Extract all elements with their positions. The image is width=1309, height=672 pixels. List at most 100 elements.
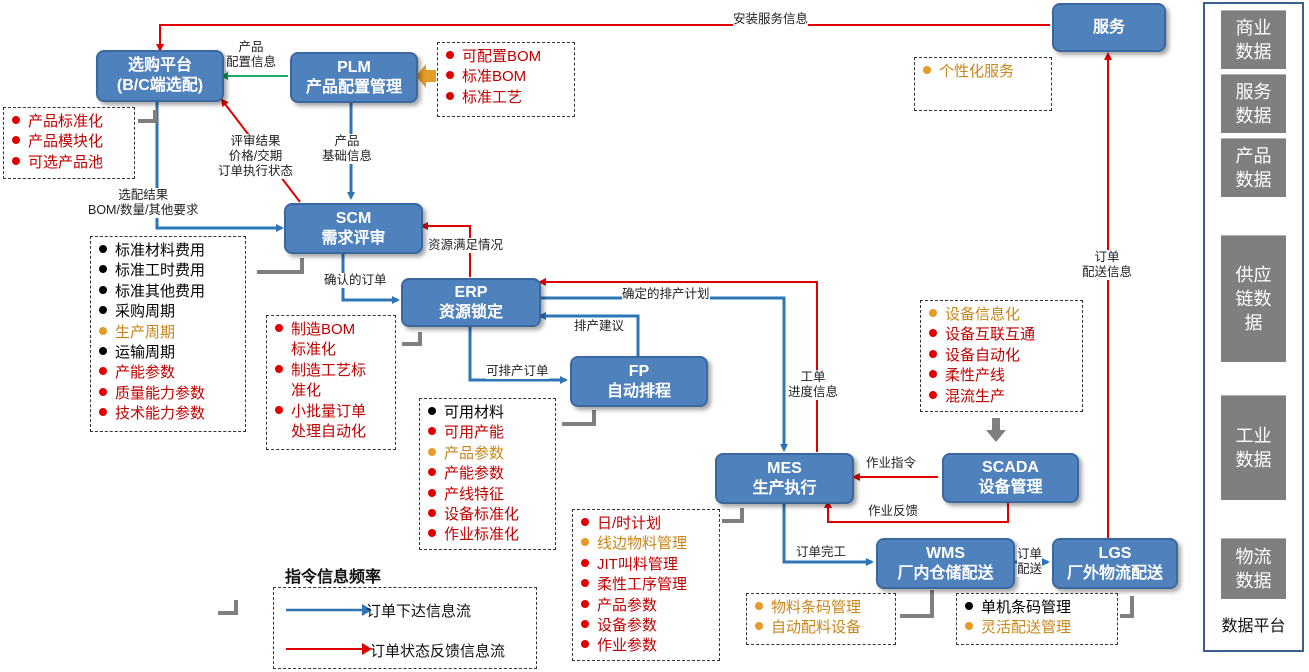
sidebar-item-label: 物流数据 [1235,547,1272,591]
note-item: 制造工艺标 [275,361,387,381]
note-item-text: 设备标准化 [444,506,520,524]
note-item: 制造BOM [275,320,387,340]
data-platform-title: 数据平台 [1221,618,1286,635]
note-item: 设备标准化 [428,505,547,525]
bullet-dot-icon [446,91,454,100]
node-title: WMS [925,544,966,562]
legend-title: 指令信息频率 [285,569,382,586]
note-item: 设备参数 [581,616,711,636]
label-confirmed-schedule: 确定的排产计划 [622,287,710,302]
note-item: 标准其他费用 [99,282,237,302]
node-plm[interactable]: PLM 产品配置管理 [290,52,418,103]
bullet-dot-icon [275,405,283,414]
note-item: 产线特征 [428,485,547,505]
node-title: ERP [454,283,488,301]
sidebar-item-logistics[interactable]: 物流数据 [1221,538,1286,599]
node-title: SCM [335,209,372,227]
label-review-result: 评审结果 价格/交期 订单执行状态 [218,134,294,179]
label-line: 订单执行状态 [218,164,294,178]
note-item-text: 作业参数 [597,637,658,655]
label-selection-result: 选配结果 BOM/数量/其他要求 [88,188,199,218]
label-line: 进度信息 [788,385,839,399]
note-item-text: 技术能力参数 [115,405,206,423]
node-scm[interactable]: SCM 需求评审 [284,203,423,254]
note-item: 标准BOM [446,67,566,87]
node-wms[interactable]: WMS 厂内仓储配送 [876,538,1015,589]
node-subtitle: 需求评审 [321,229,386,247]
node-mes[interactable]: MES 生产执行 [715,453,854,504]
node-title: LGS [1098,544,1132,562]
note-item: 标准材料费用 [99,241,237,261]
note-item: 可用产能 [428,423,547,443]
node-subtitle: (B/C端选配) [116,77,204,94]
note-item: 灵活配送管理 [965,618,1109,638]
node-lgs[interactable]: LGS 厂外物流配送 [1052,538,1178,589]
node-fp[interactable]: FP 自动排程 [570,356,708,407]
label-install-service: 安装服务信息 [733,12,809,27]
bullet-dot-icon [581,620,589,629]
sidebar-item-label: 工业数据 [1235,426,1272,470]
note-item-text: 日/时计划 [597,515,662,532]
label-order-complete: 订单完工 [796,545,847,560]
node-title: MES [767,459,802,477]
sidebar-item-label: 服务数据 [1235,82,1272,126]
bullet-dot-icon [755,622,763,631]
label-work-order-progress: 工单 进度信息 [788,370,839,400]
sidebar-item-industrial[interactable]: 工业数据 [1221,395,1286,500]
bullet-dot-icon [12,136,20,145]
node-purchase-platform[interactable]: 选购平台 (B/C端选配) [96,50,224,102]
note-item: 个性化服务 [923,62,1043,82]
note-item: 可配置BOM [446,47,566,67]
node-scada[interactable]: SCADA 设备管理 [942,453,1079,503]
node-subtitle: 自动排程 [606,382,671,400]
node-service[interactable]: 服务 [1052,3,1166,52]
sidebar-item-service[interactable]: 服务数据 [1221,74,1286,133]
note-item-text: 标准材料费用 [115,242,206,259]
label-line: 评审结果 [230,134,281,148]
node-title: 服务 [1092,18,1125,36]
note-item: 标准工艺 [446,88,566,108]
note-item-text: 标准工艺 [462,88,523,106]
node-erp[interactable]: ERP 资源锁定 [401,278,541,327]
legend-blue-arrow-icon [286,604,372,616]
note-item: 生产周期 [99,323,237,343]
bullet-dot-icon [275,324,283,333]
note-item-text: 柔性产线 [945,367,1006,385]
label-schedulable-order: 可排产订单 [486,364,549,379]
note-item-text: 产品模块化 [28,133,104,151]
bullet-dot-icon [965,622,973,631]
note-item: 产品参数 [428,444,547,464]
note-item-text: 制造工艺标 [291,361,367,379]
note-item-text: 产能参数 [444,465,505,483]
node-subtitle: 产品配置管理 [305,78,402,96]
bullet-dot-icon [446,71,454,80]
bullet-dot-icon [99,347,107,356]
label-line: 配送 [1017,562,1043,576]
note-item: 作业参数 [581,636,711,656]
sidebar-item-product[interactable]: 产品数据 [1221,138,1286,197]
note-item-text: 产线特征 [444,485,505,503]
label-line: 工单 [800,370,826,384]
sidebar-item-supply-chain[interactable]: 供应链数据 [1221,235,1286,362]
note-item: 日/时计划 [581,514,711,534]
legend-box: 订单下达信息流 订单状态反馈信息流 [273,587,537,669]
sidebar-item-business[interactable]: 商业数据 [1221,10,1286,69]
note-item-text: 可用产能 [444,424,505,442]
note-item-text: 运输周期 [115,344,176,362]
note-item: 运输周期 [99,343,237,363]
label-line: 产品 [334,134,360,148]
node-title: 选购平台 [127,57,192,74]
bullet-dot-icon [99,285,107,294]
note-item: 自动配料设备 [755,618,887,638]
note-item: 作业标准化 [428,525,547,545]
note-item: 单机条码管理 [965,598,1109,618]
orange-block-arrow [416,64,436,88]
bullet-dot-icon [581,640,589,649]
bullet-dot-icon [99,408,107,417]
node-subtitle: 资源锁定 [438,303,503,321]
note-item: 标准工时费用 [99,261,237,281]
note-item: 柔性产线 [929,366,1074,386]
note-item: 设备信息化 [929,305,1074,325]
label-line: 产品 [238,40,264,54]
